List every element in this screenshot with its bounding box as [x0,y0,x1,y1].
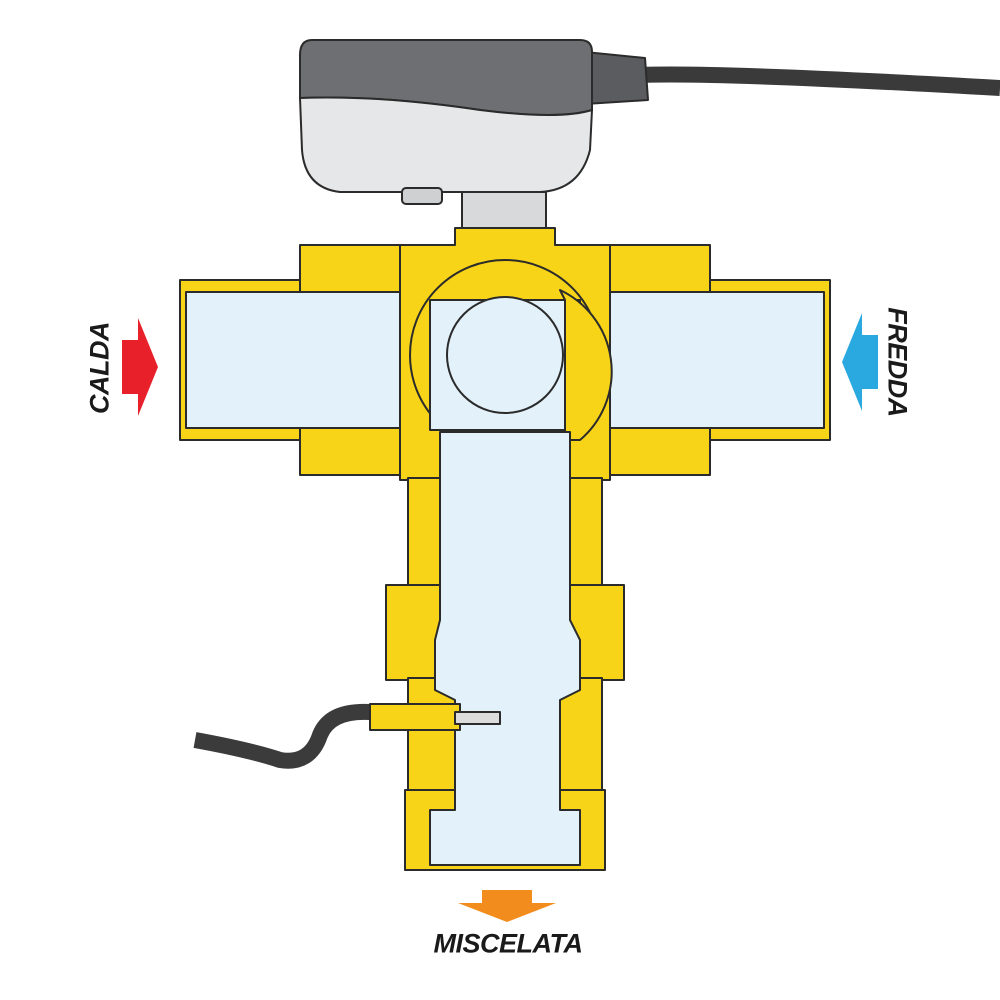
hot-inlet-arrow [122,318,158,416]
actuator-cover [299,96,593,193]
actuator-knob [401,187,443,205]
mixing-ball [446,296,564,414]
outlet-water [429,431,581,866]
actuator-stem-bracket [461,191,547,233]
probe-housing [369,703,461,731]
cable-gland [584,51,649,105]
cold-inlet-water [583,291,825,429]
mixed-outlet-arrow [458,890,556,922]
actuator-cable [639,66,1000,96]
hot-inlet-label: CALDA [84,322,115,414]
cold-inlet-label: FREDDA [882,307,913,417]
hot-inlet-water [185,291,427,429]
cold-inlet-arrow [842,313,878,411]
mixed-outlet-label: MISCELATA [433,928,583,959]
probe-cable [193,703,371,769]
ball-vane [559,289,613,441]
probe-tip [454,711,501,725]
